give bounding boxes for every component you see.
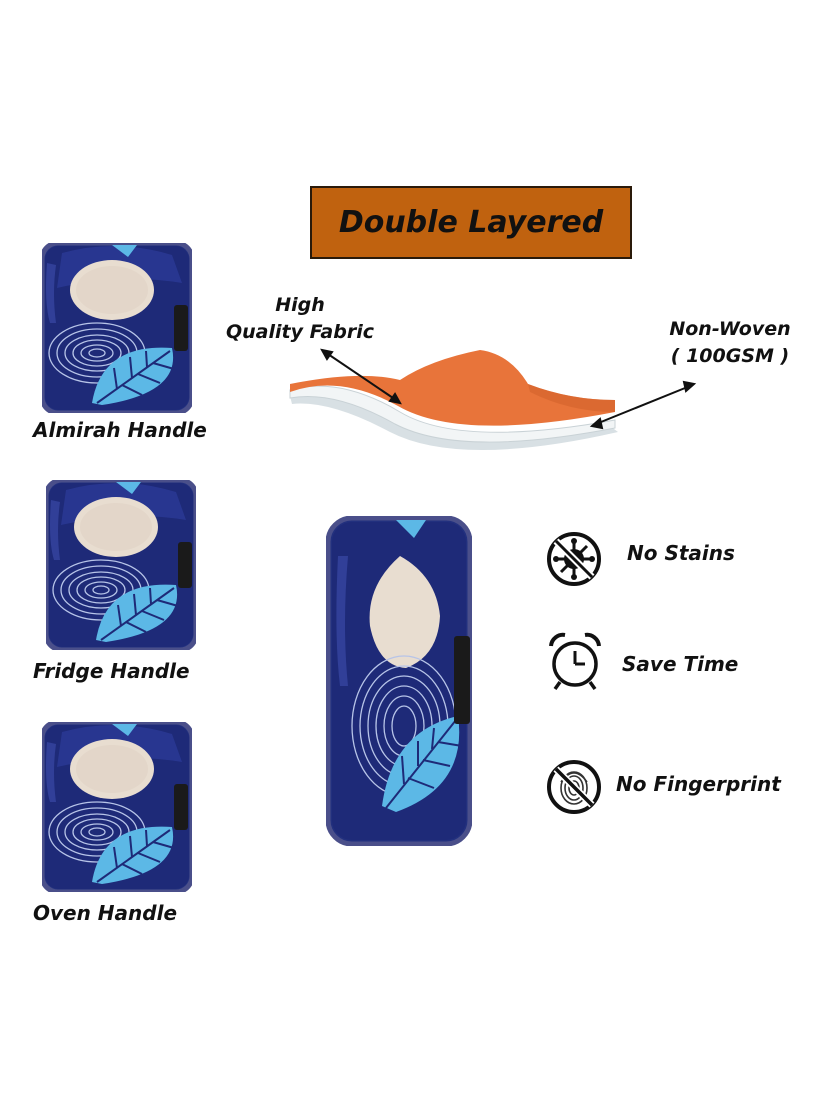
fabric-bottom-label: Non-Woven ( 100GSM ) [645, 316, 815, 370]
fabric-layers-illustration [280, 340, 630, 470]
fabric-top-label-line2: Quality Fabric [226, 321, 374, 343]
virus-blocked-icon [545, 530, 603, 588]
tall-cover-image [326, 516, 472, 846]
no-stains-label: No Stains [627, 541, 735, 565]
fingerprint-blocked-icon [545, 758, 603, 816]
fabric-top-label-line1: High [275, 294, 325, 316]
fridge-handle-label: Fridge Handle [33, 659, 190, 683]
title-banner: Double Layered [310, 186, 632, 259]
fabric-top-label: High Quality Fabric [210, 292, 390, 346]
oven-handle-label: Oven Handle [33, 901, 178, 925]
fabric-bottom-label-line1: Non-Woven [669, 318, 791, 340]
alarm-clock-icon [545, 630, 605, 692]
save-time-label: Save Time [622, 652, 739, 676]
fabric-bottom-label-line2: ( 100GSM ) [670, 345, 790, 367]
no-fingerprint-label: No Fingerprint [616, 772, 781, 796]
page-title: Double Layered [338, 205, 604, 240]
almirah-handle-label: Almirah Handle [33, 418, 207, 442]
